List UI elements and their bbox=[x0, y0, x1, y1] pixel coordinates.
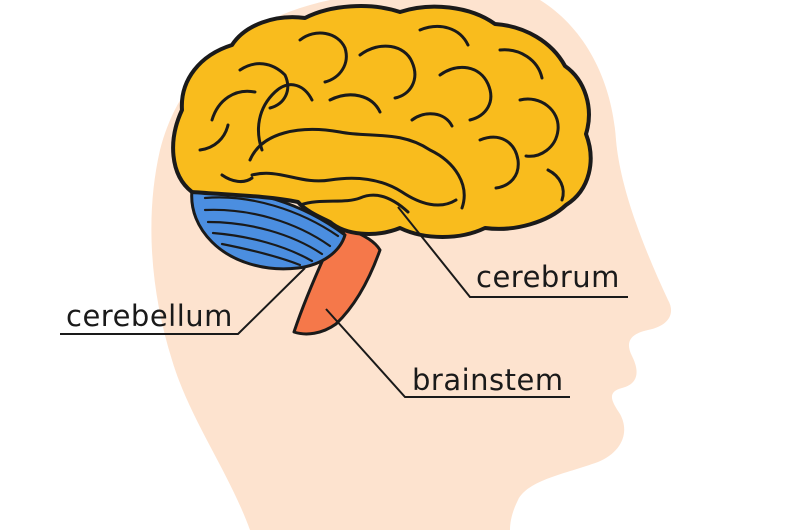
label-cerebellum: cerebellum bbox=[66, 299, 233, 333]
leader-lines bbox=[60, 206, 628, 398]
brainstem-shape bbox=[292, 226, 382, 336]
brainstem-leader-line bbox=[325, 308, 570, 398]
label-brainstem: brainstem bbox=[412, 363, 564, 397]
cerebellum-leader-line bbox=[60, 267, 306, 335]
label-cerebrum: cerebrum bbox=[476, 260, 620, 294]
cerebrum-shape bbox=[171, 4, 593, 239]
cerebrum-folds bbox=[198, 25, 565, 214]
cerebellum-shape bbox=[190, 187, 347, 271]
cerebellum-folds bbox=[203, 196, 340, 267]
cerebrum-leader-line bbox=[397, 206, 628, 298]
